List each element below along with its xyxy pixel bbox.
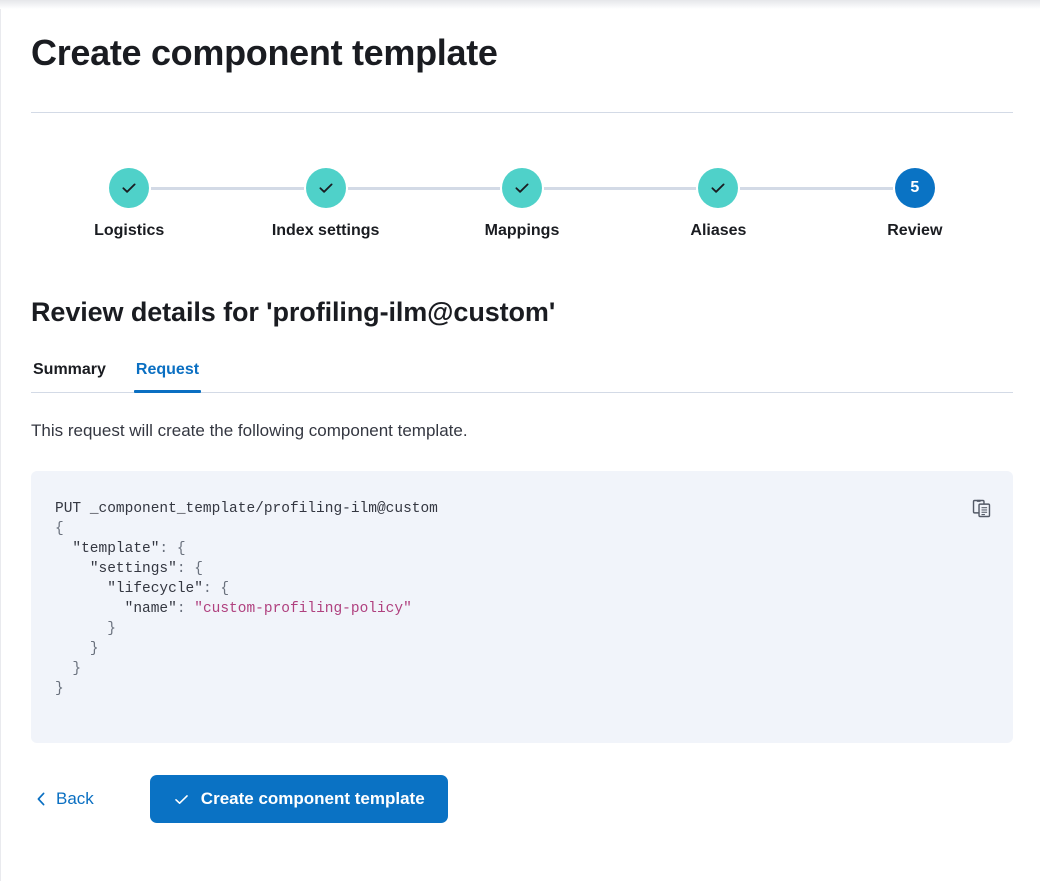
step-index-settings[interactable]: Index settings (227, 168, 501, 242)
page-content: Create component template Logistics (31, 9, 1013, 867)
step-indicator-current: 5 (894, 168, 935, 208)
code-line: } (72, 661, 82, 677)
step-label: Review (887, 222, 943, 239)
step-indicator-complete (698, 168, 739, 208)
code-line: } (89, 641, 99, 657)
title-divider (31, 112, 1013, 113)
step-label: Aliases (690, 222, 747, 239)
check-icon (173, 791, 190, 808)
page-title: Create component template (31, 32, 498, 73)
code-line: "settings": { (89, 561, 203, 577)
wizard-stepper: Logistics Index settings Mappi (31, 168, 1013, 242)
code-line: } (55, 681, 64, 697)
step-mappings[interactable]: Mappings (424, 168, 697, 242)
code-line: "template": { (72, 541, 186, 557)
code-line-request: PUT _component_template/profiling-ilm@cu… (55, 501, 438, 517)
code-line: "lifecycle": { (107, 581, 230, 597)
code-line: } (107, 621, 116, 637)
review-heading: Review details for 'profiling-ilm@custom… (31, 297, 556, 327)
copy-icon[interactable] (967, 494, 995, 522)
back-button[interactable]: Back (31, 781, 98, 817)
step-connector (544, 187, 697, 190)
request-path: _component_template/profiling-ilm@custom (89, 501, 438, 517)
page-left-border (0, 9, 1, 881)
create-component-template-label: Create component template (200, 789, 425, 808)
code-line: { (55, 521, 64, 537)
request-intro-text: This request will create the following c… (31, 421, 468, 440)
back-button-label: Back (56, 789, 94, 808)
review-tabs: Summary Request (31, 359, 1013, 393)
step-connector (151, 187, 304, 190)
tab-summary[interactable]: Summary (31, 359, 108, 392)
tab-request[interactable]: Request (133, 359, 202, 393)
step-indicator-complete (305, 168, 346, 208)
wizard-actions: Back Create component template (31, 775, 1013, 867)
window-chrome-band (0, 0, 1040, 9)
step-connector (347, 187, 501, 190)
step-label: Logistics (94, 222, 165, 239)
step-indicator-complete (109, 168, 150, 208)
http-method: PUT (55, 501, 82, 517)
request-code-panel: PUT _component_template/profiling-ilm@cu… (31, 471, 1013, 743)
lifecycle-policy-name: "custom-profiling-policy" (194, 601, 412, 617)
lifecycle-policy-value: custom-profiling-policy (202, 601, 404, 617)
chevron-left-icon (35, 791, 47, 807)
step-indicator-complete (502, 168, 543, 208)
step-logistics[interactable]: Logistics (31, 168, 304, 242)
code-line-lifecycle-name: "name": "custom-profiling-policy" (124, 601, 412, 617)
request-code: PUT _component_template/profiling-ilm@cu… (55, 499, 989, 699)
create-component-template-button[interactable]: Create component template (149, 775, 448, 823)
step-label: Index settings (271, 222, 380, 239)
step-review[interactable]: 5 Review (817, 168, 1013, 242)
step-aliases[interactable]: Aliases (620, 168, 893, 242)
step-connector (740, 187, 893, 190)
step-label: Mappings (484, 222, 560, 239)
